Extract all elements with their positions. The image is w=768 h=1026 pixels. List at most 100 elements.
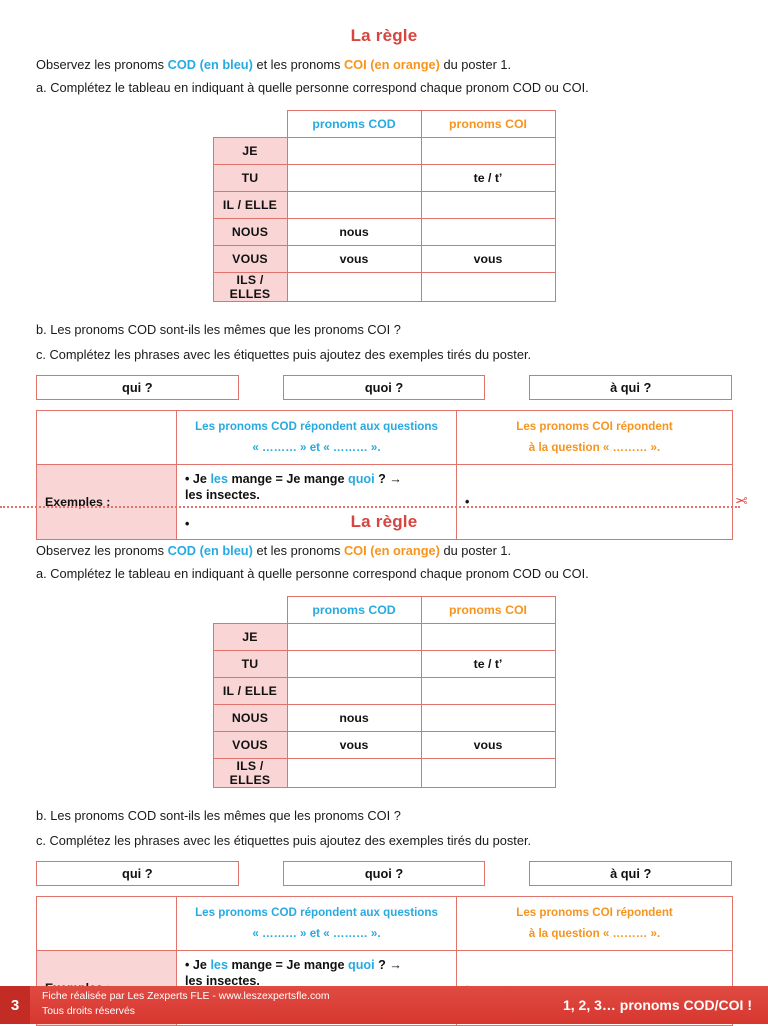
- page-title: La règle: [350, 26, 418, 45]
- answer-header-cod-line1: Les pronoms COD répondent aux questions: [195, 420, 438, 434]
- answer-table: Les pronoms COD répondent aux questions …: [36, 410, 733, 540]
- question-a: a. Complétez le tableau en indiquant à q…: [36, 565, 589, 581]
- footer-credit: Fiche réalisée par Les Zexperts FLE - ww…: [30, 986, 563, 1024]
- cell-vous-cod[interactable]: vous: [286, 244, 422, 273]
- table-row: TU te / t’: [212, 163, 556, 192]
- intro-paragraph: Observez les pronoms COD (en bleu) et le…: [36, 541, 732, 561]
- tag-box-qui[interactable]: qui ?: [36, 861, 239, 887]
- cut-divider: ✂: [0, 493, 768, 514]
- coi-highlight: COI (en orange): [343, 57, 440, 72]
- cell-vous-coi[interactable]: vous: [420, 730, 556, 759]
- answer-header-blank: [36, 410, 177, 465]
- cell-il-elle-cod[interactable]: [286, 676, 422, 705]
- examples-label: Exemples :: [36, 463, 177, 540]
- example-les: les: [210, 957, 228, 972]
- cod-highlight: COD (en bleu): [167, 57, 253, 72]
- example-before-les: Je: [189, 957, 211, 972]
- row-label-il-elle: IL / ELLE: [212, 676, 288, 705]
- cell-il-elle-coi[interactable]: [420, 676, 556, 705]
- intro-before-text: Observez les pronoms: [36, 543, 168, 558]
- cell-tu-coi[interactable]: te / t’: [420, 163, 556, 192]
- example-middle: mange = Je mange: [227, 471, 348, 486]
- answer-header-coi-line1: Les pronoms COI répondent: [516, 420, 673, 434]
- cell-je-cod[interactable]: [286, 622, 422, 651]
- cell-tu-cod[interactable]: [286, 649, 422, 678]
- cell-il-elle-cod[interactable]: [286, 190, 422, 219]
- example-les: les: [210, 471, 228, 486]
- table-row: NOUS nous: [212, 703, 556, 732]
- answer-header-cod-line2: « ……… » et « ……… ».: [252, 440, 381, 454]
- cod-highlight: COD (en bleu): [167, 543, 253, 558]
- table-row: TU te / t’: [212, 649, 556, 678]
- tag-boxes-row: qui ? quoi ? à qui ?: [36, 375, 733, 401]
- example-coi-cell[interactable]: •: [456, 463, 733, 540]
- pronoun-table: pronoms COD pronoms COI JE TU te / t’: [212, 109, 556, 302]
- answer-header-cod: Les pronoms COD répondent aux questions …: [176, 410, 457, 465]
- row-label-ils-elles: ILS / ELLES: [212, 271, 288, 302]
- example-coi-bullet-icon: •: [465, 494, 470, 509]
- answer-header-cod-line1: Les pronoms COD répondent aux questions: [195, 906, 438, 920]
- example-cod-line2: les insectes.: [185, 974, 260, 989]
- header-blank-cell: [212, 595, 288, 624]
- example-quoi: quoi: [348, 471, 375, 486]
- cell-nous-cod[interactable]: nous: [286, 217, 422, 246]
- cell-je-cod[interactable]: [286, 136, 422, 165]
- cell-ils-elles-cod[interactable]: [286, 757, 422, 788]
- tag-box-a-qui[interactable]: à qui ?: [529, 861, 733, 887]
- question-b: b. Les pronoms COD sont-ils les mêmes qu…: [36, 321, 401, 337]
- answer-header-coi-line2: à la question « ……… ».: [528, 926, 661, 940]
- cell-nous-coi[interactable]: [420, 217, 556, 246]
- row-label-tu: TU: [212, 649, 288, 678]
- example-quoi: quoi: [348, 957, 375, 972]
- header-cod-cell: pronoms COD: [286, 595, 422, 624]
- cell-nous-coi[interactable]: [420, 703, 556, 732]
- tag-box-qui[interactable]: qui ?: [36, 375, 239, 401]
- row-label-il-elle: IL / ELLE: [212, 190, 288, 219]
- bullet-icon: •: [185, 471, 190, 486]
- cell-vous-cod[interactable]: vous: [286, 730, 422, 759]
- cell-je-coi[interactable]: [420, 622, 556, 651]
- tag-box-quoi[interactable]: quoi ?: [282, 375, 486, 401]
- cell-tu-coi[interactable]: te / t’: [420, 649, 556, 678]
- cell-vous-coi[interactable]: vous: [420, 244, 556, 273]
- cell-ils-elles-cod[interactable]: [286, 271, 422, 302]
- cut-dotted-line: [0, 506, 740, 508]
- example-cod-empty-bullet: •: [185, 517, 190, 532]
- example-after: ? →: [374, 957, 402, 972]
- page-title: La règle: [350, 512, 418, 531]
- example-cod-cell[interactable]: • Je les mange = Je mange quoi ? → les i…: [176, 463, 457, 540]
- question-c: c. Complétez les phrases avec les étique…: [36, 347, 532, 363]
- tag-box-quoi[interactable]: quoi ?: [282, 861, 486, 887]
- table-row: ILS / ELLES: [212, 271, 556, 302]
- question-c: c. Complétez les phrases avec les étique…: [36, 833, 532, 849]
- row-label-vous: VOUS: [212, 244, 288, 273]
- table-row: VOUS vous vous: [212, 244, 556, 273]
- example-middle: mange = Je mange: [227, 957, 348, 972]
- row-label-je: JE: [212, 136, 288, 165]
- table-row: VOUS vous vous: [212, 730, 556, 759]
- answer-header-row: Les pronoms COD répondent aux questions …: [36, 410, 733, 465]
- tag-boxes-row: qui ? quoi ? à qui ?: [36, 861, 733, 887]
- cell-tu-cod[interactable]: [286, 163, 422, 192]
- table-row: IL / ELLE: [212, 190, 556, 219]
- answer-header-coi: Les pronoms COI répondent à la question …: [456, 410, 733, 465]
- example-before-les: Je: [189, 471, 211, 486]
- cell-ils-elles-coi[interactable]: [420, 271, 556, 302]
- intro-before-text: Observez les pronoms: [36, 57, 168, 72]
- row-label-vous: VOUS: [212, 730, 288, 759]
- header-coi-cell: pronoms COI: [420, 595, 556, 624]
- tag-box-a-qui[interactable]: à qui ?: [529, 375, 733, 401]
- question-b: b. Les pronoms COD sont-ils les mêmes qu…: [36, 807, 401, 823]
- intro-paragraph: Observez les pronoms COD (en bleu) et le…: [36, 55, 732, 75]
- row-label-je: JE: [212, 622, 288, 651]
- cell-ils-elles-coi[interactable]: [420, 757, 556, 788]
- intro-between-text: et les pronoms: [252, 57, 344, 72]
- cell-nous-cod[interactable]: nous: [286, 703, 422, 732]
- cell-il-elle-coi[interactable]: [420, 190, 556, 219]
- example-after: ? →: [374, 471, 402, 486]
- cell-je-coi[interactable]: [420, 136, 556, 165]
- table-header-row: pronoms COD pronoms COI: [212, 595, 556, 624]
- header-coi-cell: pronoms COI: [420, 109, 556, 138]
- table-row: JE: [212, 622, 556, 651]
